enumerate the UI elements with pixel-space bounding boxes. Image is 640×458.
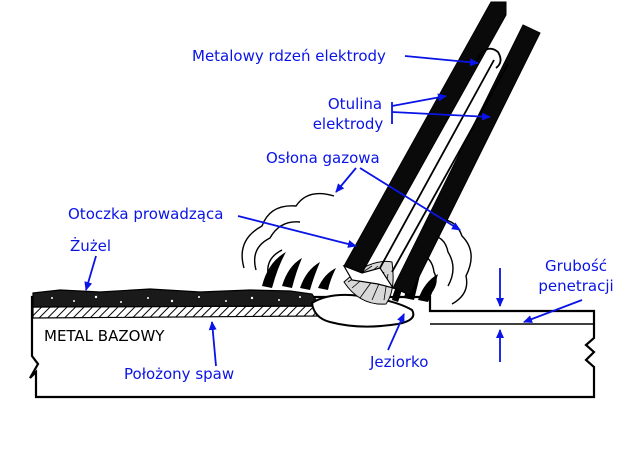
slag-layer — [32, 288, 322, 308]
label-penetration-2: penetracji — [538, 277, 614, 295]
label-slag: Żużel — [70, 237, 112, 255]
electrode-tip — [342, 264, 395, 289]
leader-lines — [84, 55, 583, 367]
label-electrode-core: Metalowy rdzeń elektrody — [192, 47, 386, 65]
electrode-coating-left — [343, 1, 507, 274]
electrode-core-lines — [379, 47, 509, 273]
label-penetration-1: Grubość — [544, 257, 608, 275]
slag-speckles — [51, 295, 301, 303]
label-gas-shield: Osłona gazowa — [266, 149, 380, 167]
base-metal-plate — [29, 295, 596, 399]
electrode-coating-right — [392, 24, 541, 296]
label-electrode-coating-1: Otulina — [327, 95, 383, 113]
weld-bead — [32, 305, 320, 319]
label-deposited-weld: Położony spaw — [124, 365, 235, 383]
label-base-metal: METAL BAZOWY — [44, 327, 165, 345]
label-weld-pool: Jeziorko — [370, 353, 429, 371]
label-electrode-coating-2: elektrody — [312, 115, 384, 133]
label-guide-cone: Otoczka prowadząca — [68, 205, 224, 223]
